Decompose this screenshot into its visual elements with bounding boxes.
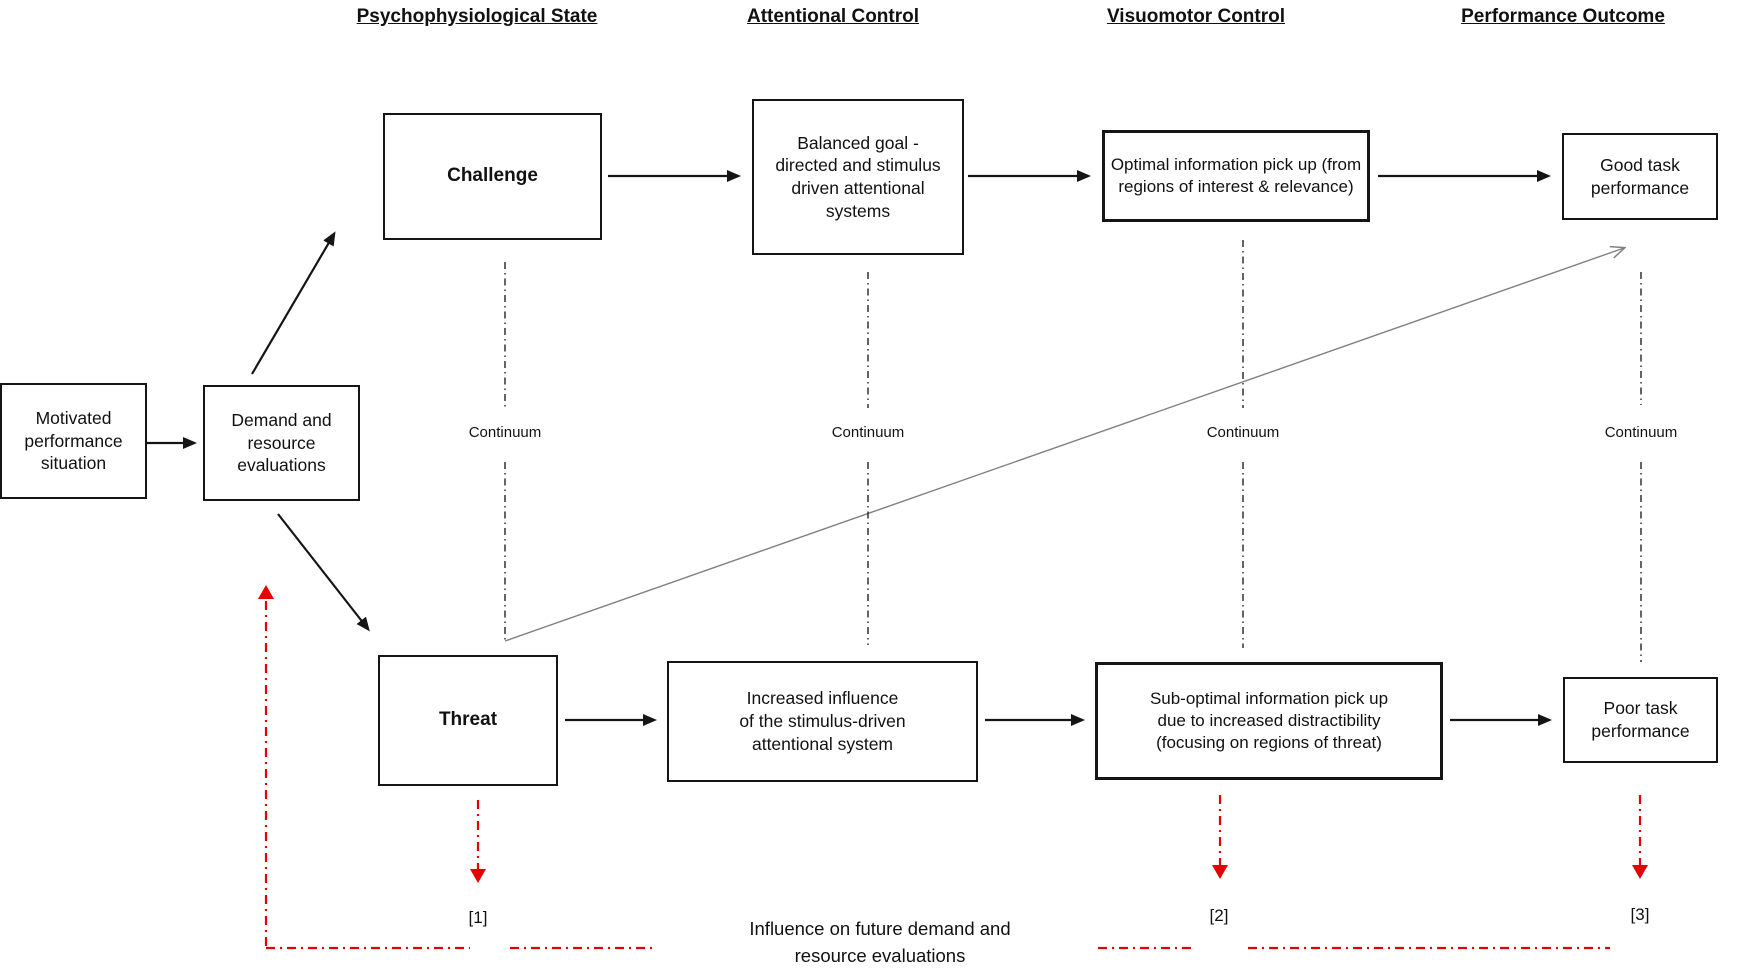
- header-visuomotor-control: Visuomotor Control: [1106, 6, 1286, 27]
- feedback-ref-2: [2]: [1209, 906, 1229, 925]
- feedback-note: Influence on future demand and resource …: [749, 918, 1011, 966]
- continuum-label-col4: Continuum: [1604, 424, 1678, 441]
- increased-influence-box: Increased influence of the stimulus-driv…: [667, 661, 978, 782]
- arrow-threat-to-good-diagonal: [504, 248, 1624, 642]
- challenge-box: Challenge: [383, 113, 602, 240]
- feedback-ref-1: [1]: [468, 908, 488, 927]
- continuum-label-col3: Continuum: [1206, 424, 1280, 441]
- header-attentional-control: Attentional Control: [746, 6, 920, 27]
- continuum-label-col2: Continuum: [831, 424, 905, 441]
- feedback-ref-3: [3]: [1630, 905, 1650, 924]
- poor-performance-box: Poor task performance: [1563, 677, 1718, 763]
- demand-resource-evaluations-box: Demand and resource evaluations: [203, 385, 360, 501]
- arrow-demand-to-threat: [277, 513, 370, 632]
- header-psychophysiological-state: Psychophysiological State: [356, 6, 598, 27]
- continuum-label-col1: Continuum: [468, 424, 542, 441]
- suboptimal-pickup-box: Sub-optimal information pick up due to i…: [1095, 662, 1443, 780]
- balanced-attention-box: Balanced goal - directed and stimulus dr…: [752, 99, 964, 255]
- motivated-performance-situation-box: Motivated performance situation: [0, 383, 147, 499]
- header-performance-outcome: Performance Outcome: [1461, 6, 1665, 27]
- good-performance-box: Good task performance: [1562, 133, 1718, 220]
- threat-box: Threat: [378, 655, 558, 786]
- arrow-demand-to-challenge: [251, 231, 336, 375]
- optimal-pickup-box: Optimal information pick up (from region…: [1102, 130, 1370, 222]
